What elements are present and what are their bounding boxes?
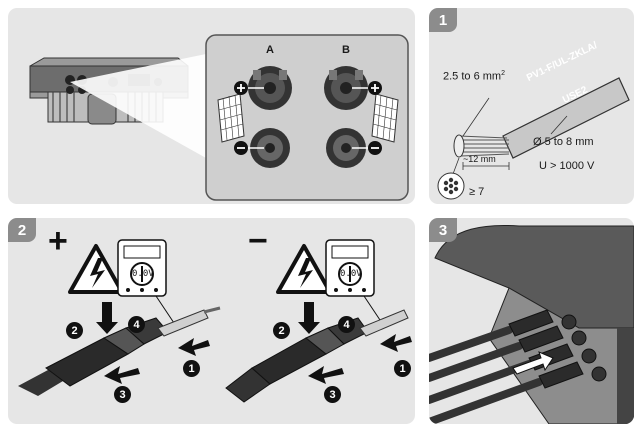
- connector-a-plus: [248, 66, 292, 110]
- slide-arrow-right-icon: [308, 366, 344, 384]
- overview-illustration: [29, 34, 409, 201]
- step3-number: 3: [429, 218, 457, 242]
- pv-module-left-icon: [217, 93, 245, 143]
- connector-label-a: A: [266, 44, 274, 56]
- connector-assembly-illustration: [18, 239, 412, 403]
- multimeter-reading-right: 0.0V: [340, 269, 362, 279]
- callout-right-1: 1: [394, 360, 411, 377]
- plus-connector-assembly: [18, 306, 221, 396]
- plus-sign: +: [48, 222, 68, 260]
- high-voltage-warning-left-icon: [68, 244, 124, 294]
- minus-badge-right-icon: [368, 141, 382, 155]
- cable-illustration: [437, 77, 630, 200]
- plus-badge-right-icon: [368, 81, 382, 95]
- cable-jacket: [502, 77, 630, 159]
- callout-right-2: 2: [273, 322, 290, 339]
- inverter-sockets: [561, 314, 607, 382]
- multimeter-right-icon: [325, 239, 385, 327]
- strand-count-label: ≥ 7: [469, 186, 485, 198]
- step1-panel: 1: [429, 8, 634, 204]
- step3-panel: 3: [429, 218, 634, 424]
- cross-section-label: 2.5 to 6 mm2: [443, 70, 505, 83]
- push-arrow-right-icon: [298, 302, 320, 334]
- step1-number: 1: [429, 8, 457, 32]
- connector-b-plus: [324, 66, 368, 110]
- minus-sign: −: [248, 222, 268, 260]
- step2-arrows: [96, 302, 412, 384]
- push-in-arrow-icon: [512, 351, 554, 375]
- voltage-label: U > 1000 V: [539, 160, 595, 172]
- strand-cross-section-icon: [437, 157, 465, 200]
- callout-left-1: 1: [183, 360, 200, 377]
- multimeter-left-icon: [117, 239, 177, 327]
- inverter-body: [434, 224, 634, 329]
- push-arrow-left-icon: [96, 302, 118, 334]
- connection-illustration: [429, 224, 634, 424]
- minus-badge-left-icon: [234, 141, 248, 155]
- dc-cables: [429, 326, 543, 424]
- plus-badge-left-icon: [234, 81, 248, 95]
- high-voltage-warning-right-icon: [276, 244, 332, 294]
- connector-a-minus: [250, 128, 290, 168]
- zoom-wedge: [70, 54, 206, 158]
- pv-module-right-icon: [371, 93, 399, 143]
- insert-arrow-right-icon: [380, 334, 412, 352]
- connector-label-b: B: [342, 44, 350, 56]
- diameter-label: Ø 5 to 8 mm: [533, 136, 594, 148]
- stripped-strands: [458, 135, 510, 157]
- slide-arrow-left-icon: [104, 366, 140, 384]
- callout-left-4: 4: [128, 316, 145, 333]
- overview-panel: A B: [8, 8, 415, 204]
- callout-right-4: 4: [338, 316, 355, 333]
- strip-length-label: ~12 mm: [463, 154, 496, 164]
- step2-panel: 2 + −: [8, 218, 415, 424]
- callout-left-2: 2: [66, 322, 83, 339]
- multimeter-reading-left: 0.0V: [132, 269, 154, 279]
- insert-arrow-left-icon: [178, 338, 210, 356]
- callout-left-3: 3: [114, 386, 131, 403]
- callout-right-3: 3: [324, 386, 341, 403]
- step2-number: 2: [8, 218, 36, 242]
- connector-b-minus: [326, 128, 366, 168]
